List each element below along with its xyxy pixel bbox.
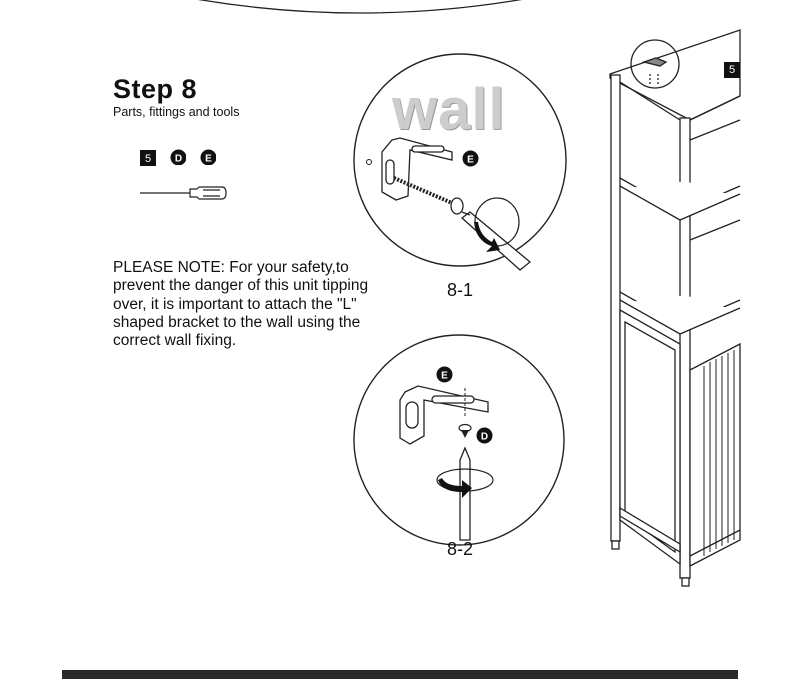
fig1-part-label: E [467, 155, 474, 166]
top-arc [198, 0, 522, 14]
safety-note: PLEASE NOTE: For your safety,to prevent … [113, 259, 369, 350]
step-title: Step 8 [113, 74, 198, 104]
step-subtitle: Parts, fittings and tools [113, 105, 240, 119]
fig2-part-badge-d: D [476, 427, 493, 444]
figure-8-1 [353, 53, 567, 271]
fig1-part-badge-e: E [462, 150, 479, 167]
figure-8-2 [353, 334, 565, 546]
rotation-arrow-icon [474, 197, 520, 252]
fig2-part-top-label: E [441, 371, 448, 382]
part-badge-5: 5 [140, 150, 156, 166]
screw-icon [458, 423, 472, 438]
screw-icon [393, 176, 464, 215]
wall-label: wall [392, 77, 506, 142]
part-badge-e-label: E [205, 154, 212, 165]
l-bracket-icon [399, 385, 489, 445]
part-badge-d: D [170, 149, 186, 165]
cabinet-part-badge: 5 [724, 62, 740, 78]
figure-label-8-2: 8-2 [447, 539, 474, 559]
fig2-part-screw-label: D [481, 432, 488, 443]
part-badge-e: E [200, 149, 216, 165]
fig2-part-badge-e: E [436, 366, 453, 383]
part-badge-d-label: D [175, 154, 182, 165]
screwdriver-icon [140, 186, 227, 200]
cabinet-illustration [609, 29, 741, 587]
part-badge-5-label: 5 [145, 153, 151, 165]
footer-bar [62, 670, 738, 679]
figure-label-8-1: 8-1 [447, 280, 474, 300]
l-bracket-icon [381, 137, 453, 201]
rotation-arrow-icon [436, 468, 494, 498]
screwdriver-tip-icon [460, 211, 532, 271]
